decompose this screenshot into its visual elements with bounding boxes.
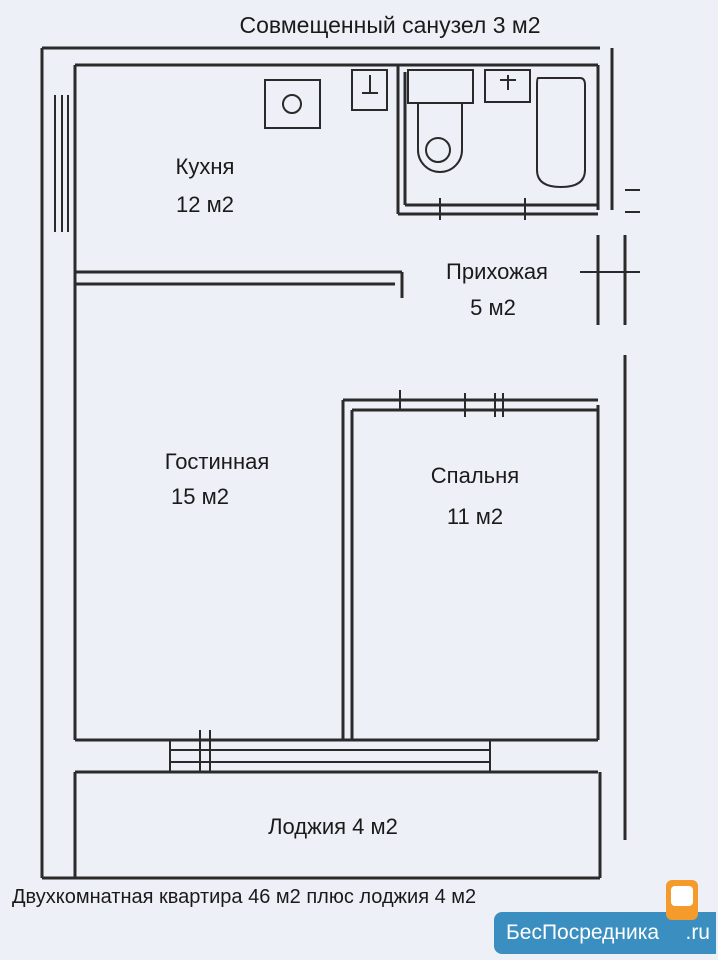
toilet-icon	[407, 69, 474, 173]
apartment-caption: Двухкомнатная квартира 46 м2 плюс лоджия…	[12, 886, 477, 908]
bespo-logo: БесПосредника .ru	[494, 880, 716, 954]
window-bottom	[169, 730, 491, 772]
bedroom-name: Спальня	[430, 463, 520, 488]
entrance-door-marks	[580, 189, 640, 273]
outer-walls	[40, 46, 627, 880]
bedroom-walls	[341, 390, 598, 740]
stove-icon	[264, 79, 321, 129]
washbasin-icon	[484, 69, 531, 103]
bathtub-icon	[536, 77, 586, 189]
living-area: 15 м2	[171, 484, 229, 509]
bedroom-area: 11 м2	[446, 504, 504, 529]
logo-suffix: .ru	[685, 921, 710, 944]
logo-text: БесПосредника	[506, 921, 660, 944]
bathroom-walls	[396, 65, 598, 220]
bathroom-title: Совмещенный санузел 3 м2	[239, 12, 541, 38]
hallway-name: Прихожая	[446, 259, 548, 284]
loggia-label: Лоджия 4 м2	[268, 814, 398, 839]
hallway-area: 5 м2	[470, 295, 516, 320]
kitchen-wall	[75, 270, 404, 298]
living-name: Гостинная	[164, 449, 270, 474]
window-left	[54, 95, 69, 232]
mascot-icon	[666, 880, 698, 920]
sink-icon	[351, 69, 388, 111]
kitchen-name: Кухня	[175, 154, 235, 179]
kitchen-area: 12 м2	[176, 192, 234, 217]
